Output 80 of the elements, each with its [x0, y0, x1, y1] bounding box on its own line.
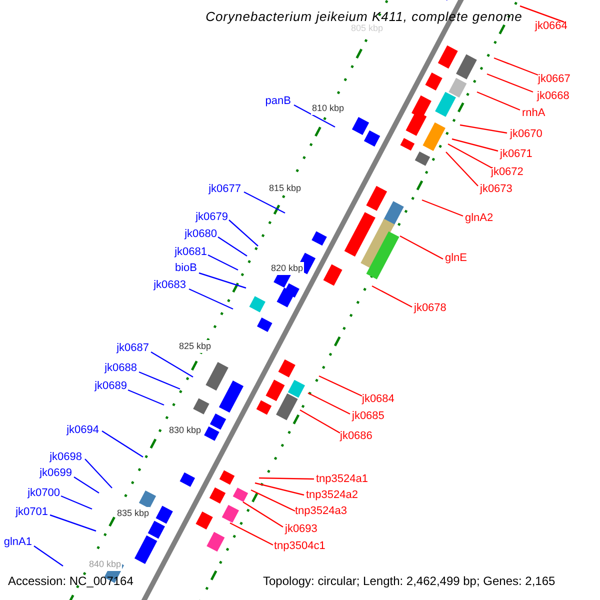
gene-label: bioB: [174, 262, 197, 275]
gene-label: jk0684: [362, 393, 394, 406]
gene-label: jk0680: [184, 228, 217, 241]
leader-line: [250, 489, 296, 512]
leader-line: [308, 392, 350, 415]
leader-line: [254, 482, 304, 496]
footer-text: Topology: circular; Length: 2,462,499 bp; Genes: 2,165: [263, 575, 556, 588]
leader-line: [50, 514, 96, 532]
gene-label: rnhA: [522, 107, 546, 120]
gene-label: tnp3524a3: [295, 505, 347, 518]
leader-line: [372, 285, 412, 308]
scale-label: 835 kbp: [116, 507, 150, 520]
gene-label: jk0699: [40, 467, 72, 480]
leader-line: [102, 430, 144, 458]
gene-label: jk0687: [116, 342, 149, 355]
gene-label: jk0672: [491, 166, 524, 179]
scale-label: 830 kbp: [168, 424, 202, 437]
gene-label: tnp3524a1: [316, 473, 368, 486]
scale-label: 820 kbp: [270, 262, 304, 275]
gene-label: jk0685: [352, 410, 384, 423]
gene-label: jk0694: [66, 424, 99, 437]
leader-line: [520, 5, 564, 23]
leader-line: [34, 546, 64, 566]
gene-label: jk0679: [196, 211, 228, 224]
leader-line: [446, 152, 478, 186]
footer-text: Accession: NC_007164: [8, 575, 134, 588]
gene-label: jk0700: [28, 487, 60, 500]
leader-line: [460, 124, 508, 134]
leader-line: [218, 236, 248, 256]
gene-label: jk0698: [50, 451, 82, 464]
leader-line: [448, 143, 492, 169]
gene-label: jk0686: [340, 430, 372, 443]
gene-label: jk0664: [535, 20, 568, 33]
leader-line: [476, 91, 520, 111]
scale-label: 840 kbp: [88, 558, 122, 571]
gene-label: jk0701: [16, 506, 48, 519]
leader-line: [486, 73, 534, 93]
leader-line: [138, 371, 180, 390]
scale-label: 825 kbp: [178, 340, 212, 353]
scale-label: 815 kbp: [268, 182, 302, 195]
gene-label: jk0678: [414, 302, 446, 315]
leader-line: [84, 458, 112, 488]
leader-line: [150, 351, 194, 378]
leader-line: [188, 288, 234, 310]
leader-line: [422, 199, 464, 217]
leader-line: [452, 138, 498, 152]
leader-line: [494, 57, 538, 76]
gene-label: jk0689: [94, 380, 127, 393]
gene-label: jk0671: [500, 148, 532, 161]
leader-line: [74, 476, 100, 494]
gene-label: jk0673: [480, 183, 512, 196]
gene-label: jk0693: [285, 523, 318, 536]
gene-label: glnE: [445, 252, 468, 265]
leader-line: [242, 502, 284, 528]
gene-label: jk0668: [537, 90, 570, 103]
leader-line: [258, 477, 314, 480]
map-title: Corynebacterium jeikeium K411, complete genome: [204, 10, 524, 23]
leader-line: [128, 389, 164, 406]
leader-line: [230, 522, 274, 546]
leader-line: [318, 375, 362, 397]
gene-label: tnp3524a2: [306, 489, 358, 502]
gene-label: glnA2: [465, 212, 494, 225]
gene-label: panB: [265, 95, 291, 108]
gene-label: jk0681: [174, 246, 207, 259]
leader-line: [208, 254, 238, 271]
gene-label: tnp3504c1: [274, 540, 326, 553]
gene-label: glnA1: [4, 536, 32, 549]
gene-label: jk0677: [208, 183, 241, 196]
gene-label: jk0683: [154, 279, 186, 292]
gene-label: jk0670: [510, 128, 542, 141]
scale-label: 810 kbp: [311, 102, 346, 115]
leader-line: [300, 409, 340, 434]
leader-line: [244, 191, 286, 214]
leader-line: [60, 495, 92, 510]
leader-line: [294, 104, 336, 128]
gene-label: jk0688: [104, 362, 137, 375]
leader-line: [198, 272, 246, 289]
leader-line: [228, 220, 258, 246]
gene-label: jk0667: [538, 73, 570, 86]
leader-line: [400, 235, 444, 260]
